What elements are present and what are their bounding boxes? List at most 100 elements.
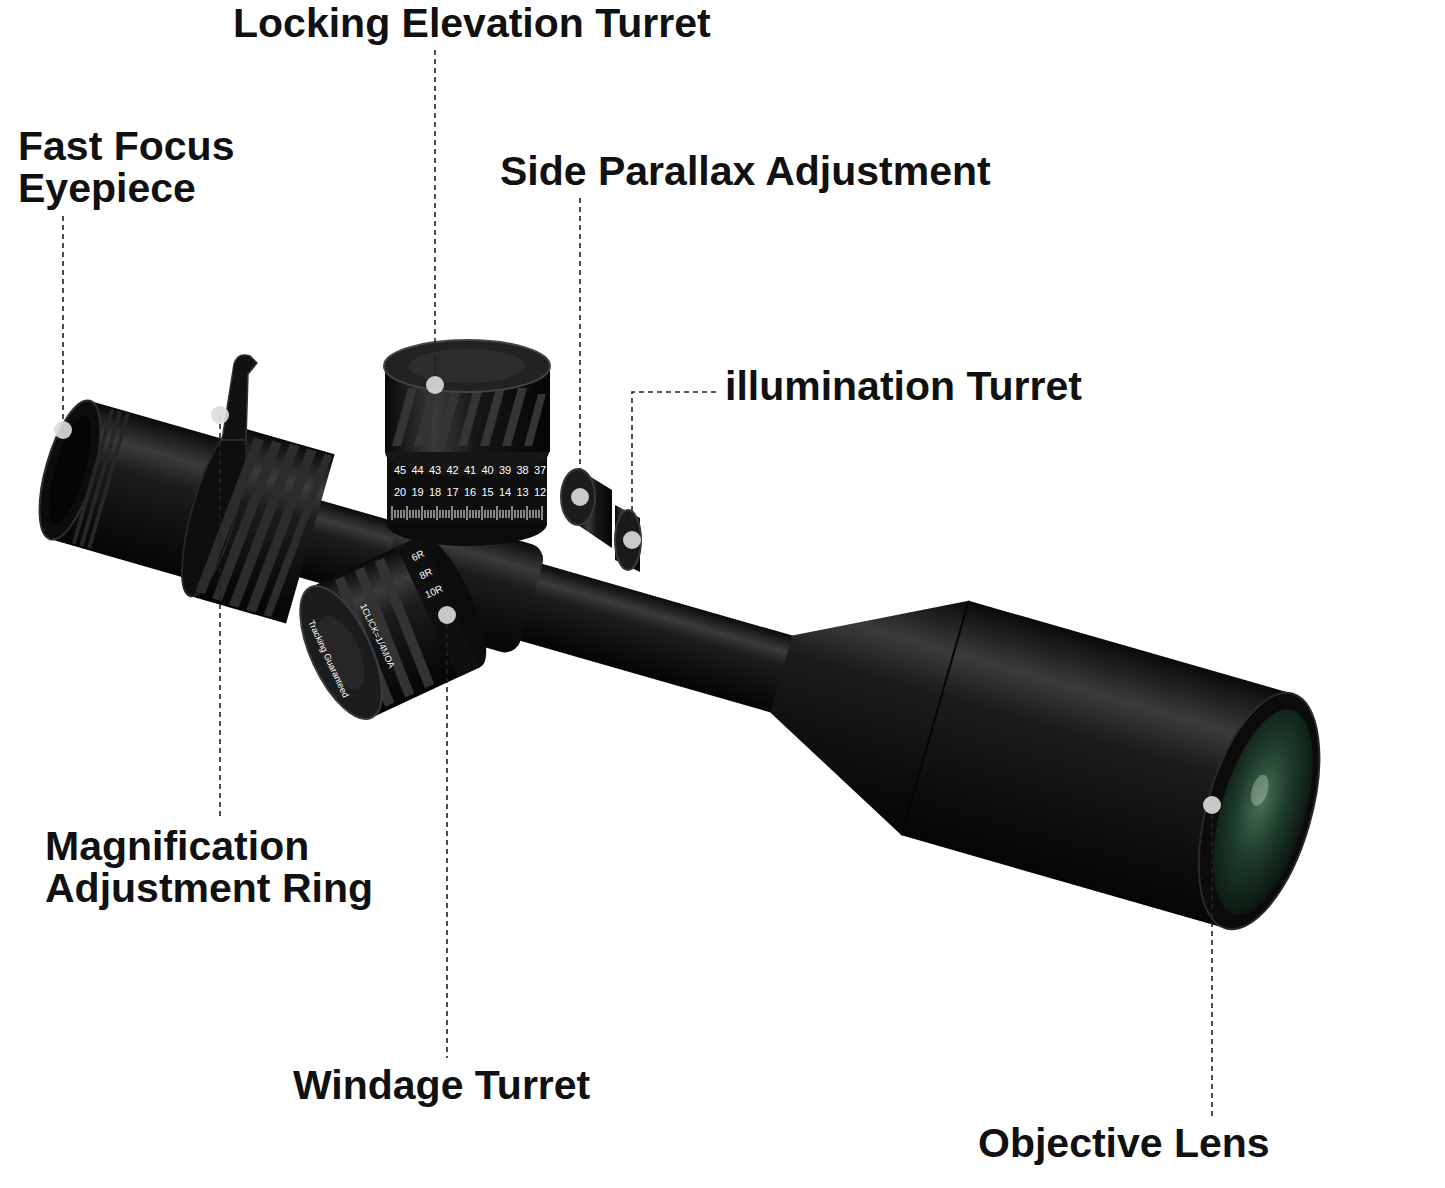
dial-number: 14 [499,487,511,498]
callout-dots [438,606,456,624]
dial-ticks [440,510,441,518]
dial-ticks [404,510,405,518]
dial-ticks [452,506,453,520]
dial-ticks [509,510,510,518]
leader-lines [62,216,64,430]
dial-ticks [518,510,519,518]
windage-turret [397,537,481,678]
dial-number: 41 [464,465,476,476]
part-label: Side Parallax Adjustment [500,150,991,192]
part-label: Locking Elevation Turret [233,2,711,44]
dial-number: 38 [516,465,528,476]
callout-dots [623,531,641,549]
dial-ticks [422,506,423,520]
dial-number: 16 [464,487,476,498]
dial-ticks [491,510,492,518]
dial-ticks [503,510,504,518]
dial-ticks [458,510,459,518]
dial-number: 42 [446,465,458,476]
dial-ticks [431,510,432,518]
turret-grip [502,388,527,446]
dial-ticks [524,510,525,518]
windage-turret [283,575,398,731]
elevation-turret [384,340,550,392]
dial-ticks [512,506,513,520]
parallax-knob [561,469,612,548]
dial-number: 44 [411,465,423,476]
dial-ticks [485,510,486,518]
scope-body [902,601,969,836]
dial-ticks [527,506,528,520]
dial-ticks [533,510,534,518]
dial-number: 39 [499,465,511,476]
turret-grip [414,388,439,446]
dial-ticks [434,510,435,518]
elevation-turret [409,349,525,383]
dial-ticks [443,510,444,518]
dial-ticks [539,510,540,518]
dial-ticks [416,510,417,518]
dial-number: 13 [516,487,528,498]
throw-lever [222,355,257,440]
dial-ticks [446,510,447,518]
leader-lines [219,415,221,818]
dial-ticks [398,510,399,518]
dial-ticks [500,510,501,518]
callout-dots [211,406,229,424]
dial-number: 18 [429,487,441,498]
leader-lines [1211,805,1213,1116]
objective-glass [1193,699,1332,926]
leader-lines [434,50,436,385]
dial-ticks [467,506,468,520]
callout-dots [54,421,72,439]
dial-ticks [401,510,402,518]
dial-ticks [530,510,531,518]
turret-grip [436,388,461,446]
dial-number: 40 [481,465,493,476]
dial-number: 20 [394,487,406,498]
turret-grip [480,388,505,446]
callout-dots [1203,796,1221,814]
windage-turret [283,527,500,730]
dial-ticks [536,510,537,518]
dial-ticks [455,510,456,518]
illumination-knob [615,510,641,570]
turret-grip [524,394,546,446]
dial-number: 43 [429,465,441,476]
parallax-knob [561,469,595,525]
dial-ticks [464,510,465,518]
dial-number: 45 [394,465,406,476]
leader-lines [63,50,1212,1116]
objective-rim [1175,679,1342,942]
eyepiece-knurl [87,413,129,549]
dial-number: 6R [410,549,426,563]
dial-ticks [479,510,480,518]
part-label: Objective Lens [978,1122,1270,1164]
dial-ticks [392,506,542,520]
dial-ticks [473,510,474,518]
dial-ticks [413,510,414,518]
turret-grip [392,388,546,446]
dial-ticks [470,510,471,518]
dial-ticks [428,510,429,518]
dial-ticks [395,510,396,518]
illumination-knob [615,505,640,572]
callout-dots [571,488,589,506]
callout-dots [54,376,1221,814]
turret-marking: 1CLICK=1/4MOA [358,602,396,669]
eyepiece-knurl [80,411,122,547]
scope-body [13,346,1342,942]
dial-number: 10R [424,584,445,601]
dial-ticks [449,510,450,518]
eyepiece-rim [27,394,113,546]
dial-ticks [494,510,495,518]
illumination-knob [615,505,641,572]
dial-number: 17 [446,487,458,498]
dial-ticks [476,510,477,518]
turret-grip [458,388,483,446]
scope-body [1248,773,1272,808]
dial-ticks [392,506,393,520]
leader-lines [632,392,716,540]
dial-ticks [542,506,543,520]
